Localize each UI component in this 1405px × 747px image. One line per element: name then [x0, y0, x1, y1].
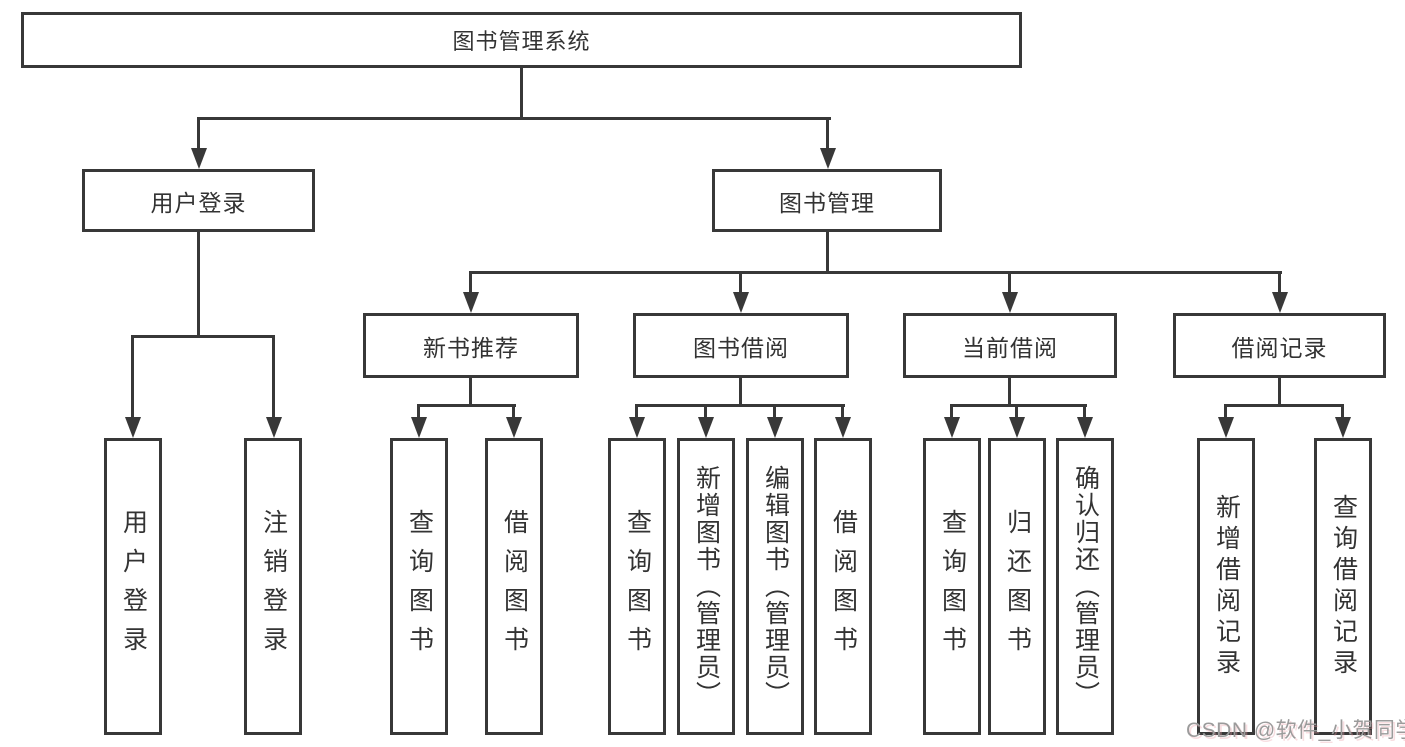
arrow-down-icon	[767, 417, 783, 438]
leaf-confirm-return-admin: 确认归还（管理员）	[1056, 438, 1114, 735]
leaf-query-books-current-label: 查询图书	[938, 508, 967, 665]
node-borrowing-records: 借阅记录	[1173, 313, 1386, 378]
arrow-down-icon	[733, 292, 749, 313]
connector-line	[197, 119, 200, 150]
connector-line	[417, 406, 420, 418]
arrow-down-icon	[820, 148, 836, 169]
arrow-down-icon	[125, 417, 141, 438]
leaf-add-books-admin: 新增图书（管理员）	[677, 438, 735, 735]
connector-line	[131, 335, 275, 338]
arrow-down-icon	[629, 417, 645, 438]
connector-line	[826, 119, 829, 150]
node-book-management: 图书管理	[712, 169, 942, 232]
leaf-user-login-label: 用户登录	[119, 508, 148, 665]
connector-line	[1341, 406, 1344, 418]
arrow-down-icon	[463, 292, 479, 313]
leaf-add-borrow-record: 新增借阅记录	[1197, 438, 1255, 735]
connector-line	[1278, 378, 1281, 406]
connector-line	[841, 406, 844, 418]
connector-line	[1015, 406, 1018, 418]
connector-line	[739, 273, 742, 293]
connector-line	[635, 404, 845, 407]
leaf-edit-books-admin-label: 编辑图书（管理员）	[761, 465, 790, 708]
arrow-down-icon	[1272, 292, 1288, 313]
leaf-return-books: 归还图书	[988, 438, 1046, 735]
connector-line	[773, 406, 776, 418]
leaf-borrow-books-label: 借阅图书	[829, 508, 858, 665]
connector-line	[1008, 273, 1011, 293]
arrow-down-icon	[944, 417, 960, 438]
leaf-edit-books-admin: 编辑图书（管理员）	[746, 438, 804, 735]
leaf-user-login: 用户登录	[104, 438, 162, 735]
connector-line	[520, 68, 523, 118]
node-user-login-label: 用户登录	[150, 189, 247, 216]
node-book-management-label: 图书管理	[779, 189, 875, 216]
arrow-down-icon	[835, 417, 851, 438]
leaf-add-borrow-record-label: 新增借阅记录	[1212, 493, 1241, 680]
leaf-return-books-label: 归还图书	[1003, 508, 1032, 665]
node-current-borrowing-label: 当前借阅	[962, 334, 1058, 361]
node-book-borrowing-label: 图书借阅	[693, 334, 789, 361]
leaf-borrow-books-recommend-label: 借阅图书	[500, 508, 529, 665]
connector-line	[131, 337, 134, 417]
leaf-query-books-borrowing: 查询图书	[608, 438, 666, 735]
connector-line	[469, 273, 472, 293]
csdn-watermark: CSDN @软件_小贺同学	[1186, 719, 1405, 742]
connector-line	[704, 406, 707, 418]
node-library-system: 图书管理系统	[21, 12, 1022, 68]
node-current-borrowing: 当前借阅	[903, 313, 1117, 378]
node-user-login: 用户登录	[82, 169, 315, 232]
leaf-query-books-current: 查询图书	[923, 438, 981, 735]
connector-line	[197, 232, 200, 337]
leaf-borrow-books: 借阅图书	[814, 438, 872, 735]
node-borrowing-records-label: 借阅记录	[1231, 334, 1328, 361]
arrow-down-icon	[191, 148, 207, 169]
leaf-confirm-return-admin-label: 确认归还（管理员）	[1071, 465, 1100, 708]
connector-line	[197, 117, 831, 120]
connector-line	[950, 406, 953, 418]
arrow-down-icon	[506, 417, 522, 438]
arrow-down-icon	[1009, 417, 1025, 438]
connector-line	[512, 406, 515, 418]
connector-line	[1278, 273, 1281, 293]
node-library-system-label: 图书管理系统	[452, 29, 591, 54]
leaf-borrow-books-recommend: 借阅图书	[485, 438, 543, 735]
arrow-down-icon	[266, 417, 282, 438]
node-book-borrowing: 图书借阅	[633, 313, 849, 378]
leaf-query-books-recommend-label: 查询图书	[405, 508, 434, 665]
leaf-query-borrow-record-label: 查询借阅记录	[1329, 493, 1358, 680]
leaf-query-borrow-record: 查询借阅记录	[1314, 438, 1372, 735]
connector-line	[469, 271, 1282, 274]
arrow-down-icon	[1077, 417, 1093, 438]
connector-line	[826, 232, 829, 273]
connector-line	[417, 404, 516, 407]
arrow-down-icon	[411, 417, 427, 438]
connector-line	[739, 378, 742, 406]
connector-line	[1224, 406, 1227, 418]
leaf-add-books-admin-label: 新增图书（管理员）	[692, 465, 721, 708]
arrow-down-icon	[1002, 292, 1018, 313]
node-new-book-recommend-label: 新书推荐	[423, 334, 519, 361]
connector-line	[1224, 404, 1344, 407]
connector-line	[635, 406, 638, 418]
leaf-logout: 注销登录	[244, 438, 302, 735]
arrow-down-icon	[1335, 417, 1351, 438]
connector-line	[272, 337, 275, 417]
arrow-down-icon	[698, 417, 714, 438]
node-new-book-recommend: 新书推荐	[363, 313, 579, 378]
connector-line	[469, 378, 472, 406]
arrow-down-icon	[1218, 417, 1234, 438]
connector-line	[1083, 406, 1086, 418]
leaf-logout-label: 注销登录	[259, 508, 288, 665]
leaf-query-books-borrowing-label: 查询图书	[623, 508, 652, 665]
connector-line	[950, 404, 1087, 407]
connector-line	[1008, 378, 1011, 406]
leaf-query-books-recommend: 查询图书	[390, 438, 448, 735]
